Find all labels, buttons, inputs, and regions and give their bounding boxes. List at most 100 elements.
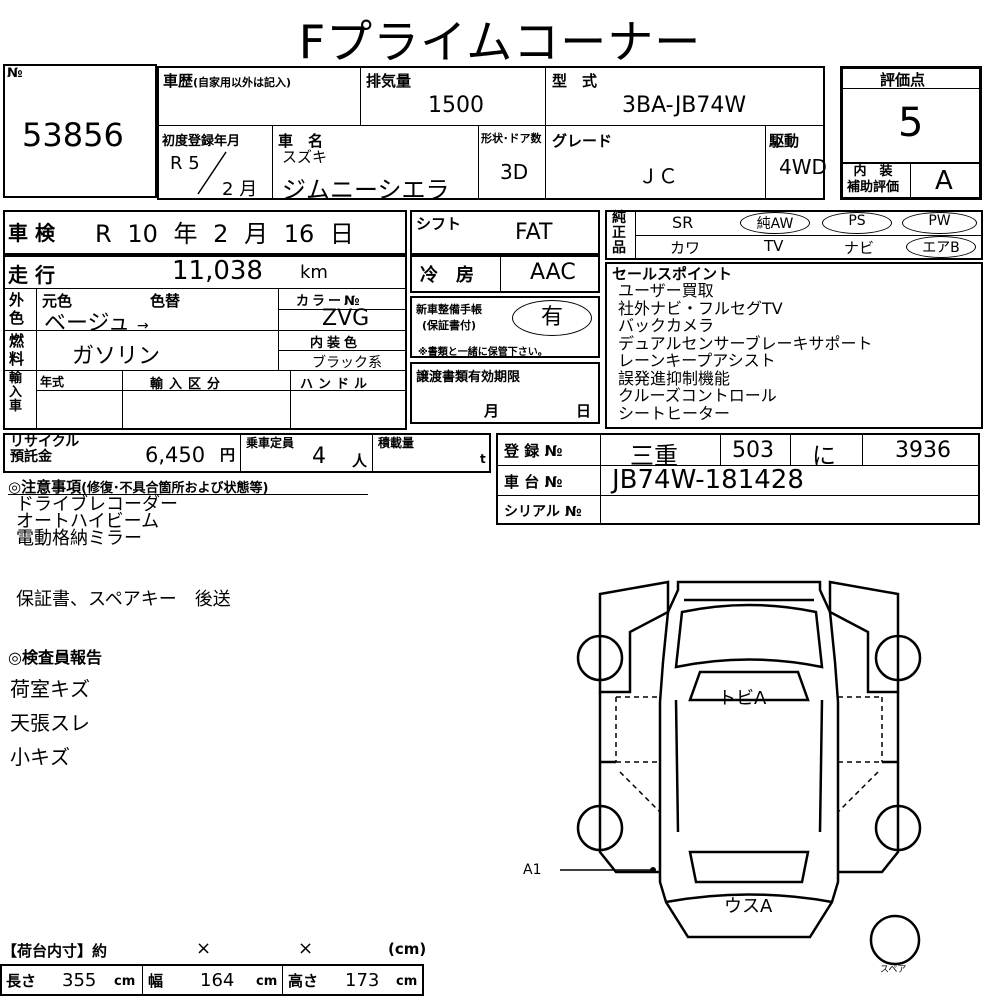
color-no-label: カラー№ — [296, 294, 363, 309]
orig-color-label: 元色 — [42, 292, 73, 310]
grade-value: ＪＣ — [638, 164, 678, 188]
equipment-label: 純正品 — [612, 210, 626, 256]
cargo-length-unit: cm — [114, 974, 136, 989]
sales-points-list: ユーザー買取 社外ナビ・フルセグTV バックカメラ デュアルセンサーブレーキサポ… — [618, 282, 873, 422]
import-year-label: 年式 — [40, 375, 65, 389]
note-item: 電動格納ミラー — [16, 528, 142, 549]
load-unit: t — [480, 452, 486, 466]
transfer-docs-label: 譲渡書類有効期限 — [416, 370, 521, 385]
inspector-label: ◎検査員報告 — [8, 648, 102, 667]
inspector-item: 天張スレ — [10, 711, 90, 735]
exterior-color-value: ベージュ → — [44, 311, 149, 336]
stock-number-label: № — [7, 66, 23, 81]
equip-sr: SR — [672, 213, 694, 232]
interior-color-label: 内装色 — [310, 336, 362, 351]
transfer-docs-month: 月 — [484, 402, 500, 420]
ac-label: 冷 房 — [420, 265, 474, 286]
cargo-label: 【荷台内寸】約 — [2, 942, 108, 960]
warranty-book-value: 有 — [512, 300, 592, 336]
inspection-label: 車 検 — [8, 221, 55, 245]
mileage-value: 11,038 — [172, 256, 263, 286]
equip-power-window: PW — [902, 212, 977, 234]
recycle-label: リサイクル預託金 — [10, 434, 80, 465]
registration-number: 3936 — [895, 438, 951, 463]
page-title: Fプライムコーナー — [298, 15, 702, 69]
recycle-row — [3, 433, 491, 473]
damage-mark-front: トビA — [718, 688, 767, 709]
damage-mark-rear: ウスA — [724, 896, 773, 917]
cargo-width: 164 — [200, 970, 235, 991]
grade-label: グレード — [552, 132, 613, 150]
import-type-label: 輸入区分 — [150, 377, 227, 392]
car-name-value: ジムニーシエラ — [282, 176, 450, 204]
sales-point-item: 社外ナビ・フルセグTV — [618, 298, 783, 318]
car-damage-diagram — [560, 580, 922, 966]
history-label: 車歴(自家用以外は記入) — [163, 72, 292, 90]
equip-leather: カワ — [670, 239, 701, 257]
warranty-book-note: ※書類と一緒に保管下さい。 — [418, 347, 548, 358]
sales-point-item: クルーズコントロール — [618, 386, 777, 405]
car-name-label: 車 名 — [278, 132, 324, 150]
spare-label: スペア — [880, 965, 907, 975]
first-reg-era: R 5 — [170, 153, 200, 174]
notes-list: ドライブレコーダー オートハイビーム 電動格納ミラー — [16, 494, 178, 549]
rating-label: 評価点 — [880, 71, 926, 89]
handle-label: ハンドル — [300, 377, 373, 392]
car-maker: スズキ — [282, 148, 328, 166]
displacement-label: 排気量 — [366, 72, 412, 90]
drive-label: 駆動 — [769, 132, 800, 150]
color-no-value: ZVG — [322, 306, 370, 331]
drive-value: 4WD — [779, 155, 827, 179]
transfer-docs-day: 日 — [576, 402, 592, 420]
displacement-value: 1500 — [428, 93, 484, 118]
cargo-length-label: 長さ — [6, 972, 37, 990]
inspection-row — [3, 210, 407, 255]
rating-box — [840, 66, 982, 200]
first-reg-slash — [197, 151, 227, 195]
registration-kana: に — [812, 442, 836, 470]
sales-point-item: ユーザー買取 — [618, 281, 714, 300]
model-value: 3BA-JB74W — [622, 93, 747, 118]
cargo-height-unit: cm — [396, 974, 418, 989]
capacity-unit: 人 — [352, 452, 368, 470]
note-item: オートハイビーム — [16, 511, 160, 532]
equip-power-steering: PS — [822, 212, 892, 234]
inspector-item: 荷室キズ — [10, 677, 90, 701]
equipment-row-1: SR 純AW PS PW — [640, 212, 980, 234]
sales-point-item: デュアルセンサーブレーキサポート — [618, 333, 873, 353]
ac-box — [410, 255, 600, 293]
sales-point-item: レーンキープアシスト — [618, 351, 776, 370]
equipment-row-2: カワ TV ナビ エアB — [640, 236, 980, 258]
registration-label: 登 録 № — [504, 442, 563, 460]
ac-value: AAC — [530, 260, 576, 285]
recycle-unit: 円 — [220, 446, 236, 464]
serial-label: シリアル № — [504, 504, 582, 520]
shift-value: FAT — [515, 220, 553, 245]
shift-label: シフト — [416, 215, 462, 233]
cargo-unit-note: (cm) — [388, 940, 427, 958]
cargo-x1: × — [196, 938, 212, 959]
interior-color-value: ブラック系 — [312, 355, 382, 371]
notes-extra: 保証書、スペアキー 後送 — [16, 589, 231, 610]
exterior-color-label: 外色 — [9, 291, 25, 327]
fuel-label: 燃料 — [9, 332, 25, 368]
sales-point-item: バックカメラ — [618, 316, 715, 335]
sales-points-label: セールスポイント — [612, 265, 733, 283]
doors-value: 3D — [500, 160, 529, 184]
transfer-docs-box — [410, 362, 600, 424]
inspector-item: 小キズ — [10, 745, 70, 769]
shift-box — [410, 210, 600, 255]
capacity-value: 4 — [312, 444, 326, 469]
import-label: 輸入車 — [9, 371, 23, 414]
inspector-list: 荷室キズ 天張スレ 小キズ — [10, 672, 90, 774]
recycle-value: 6,450 — [145, 443, 206, 467]
fuel-value: ガソリン — [72, 344, 161, 369]
note-item: ドライブレコーダー — [16, 494, 178, 515]
stock-number: 53856 — [22, 116, 124, 154]
equip-tv: TV — [764, 237, 784, 255]
sales-point-item: シートヒーター — [618, 403, 731, 423]
registration-region: 三重 — [630, 442, 678, 470]
change-color-label: 色替 — [150, 292, 181, 310]
cargo-length: 355 — [62, 970, 97, 991]
warranty-book-box — [410, 296, 600, 358]
